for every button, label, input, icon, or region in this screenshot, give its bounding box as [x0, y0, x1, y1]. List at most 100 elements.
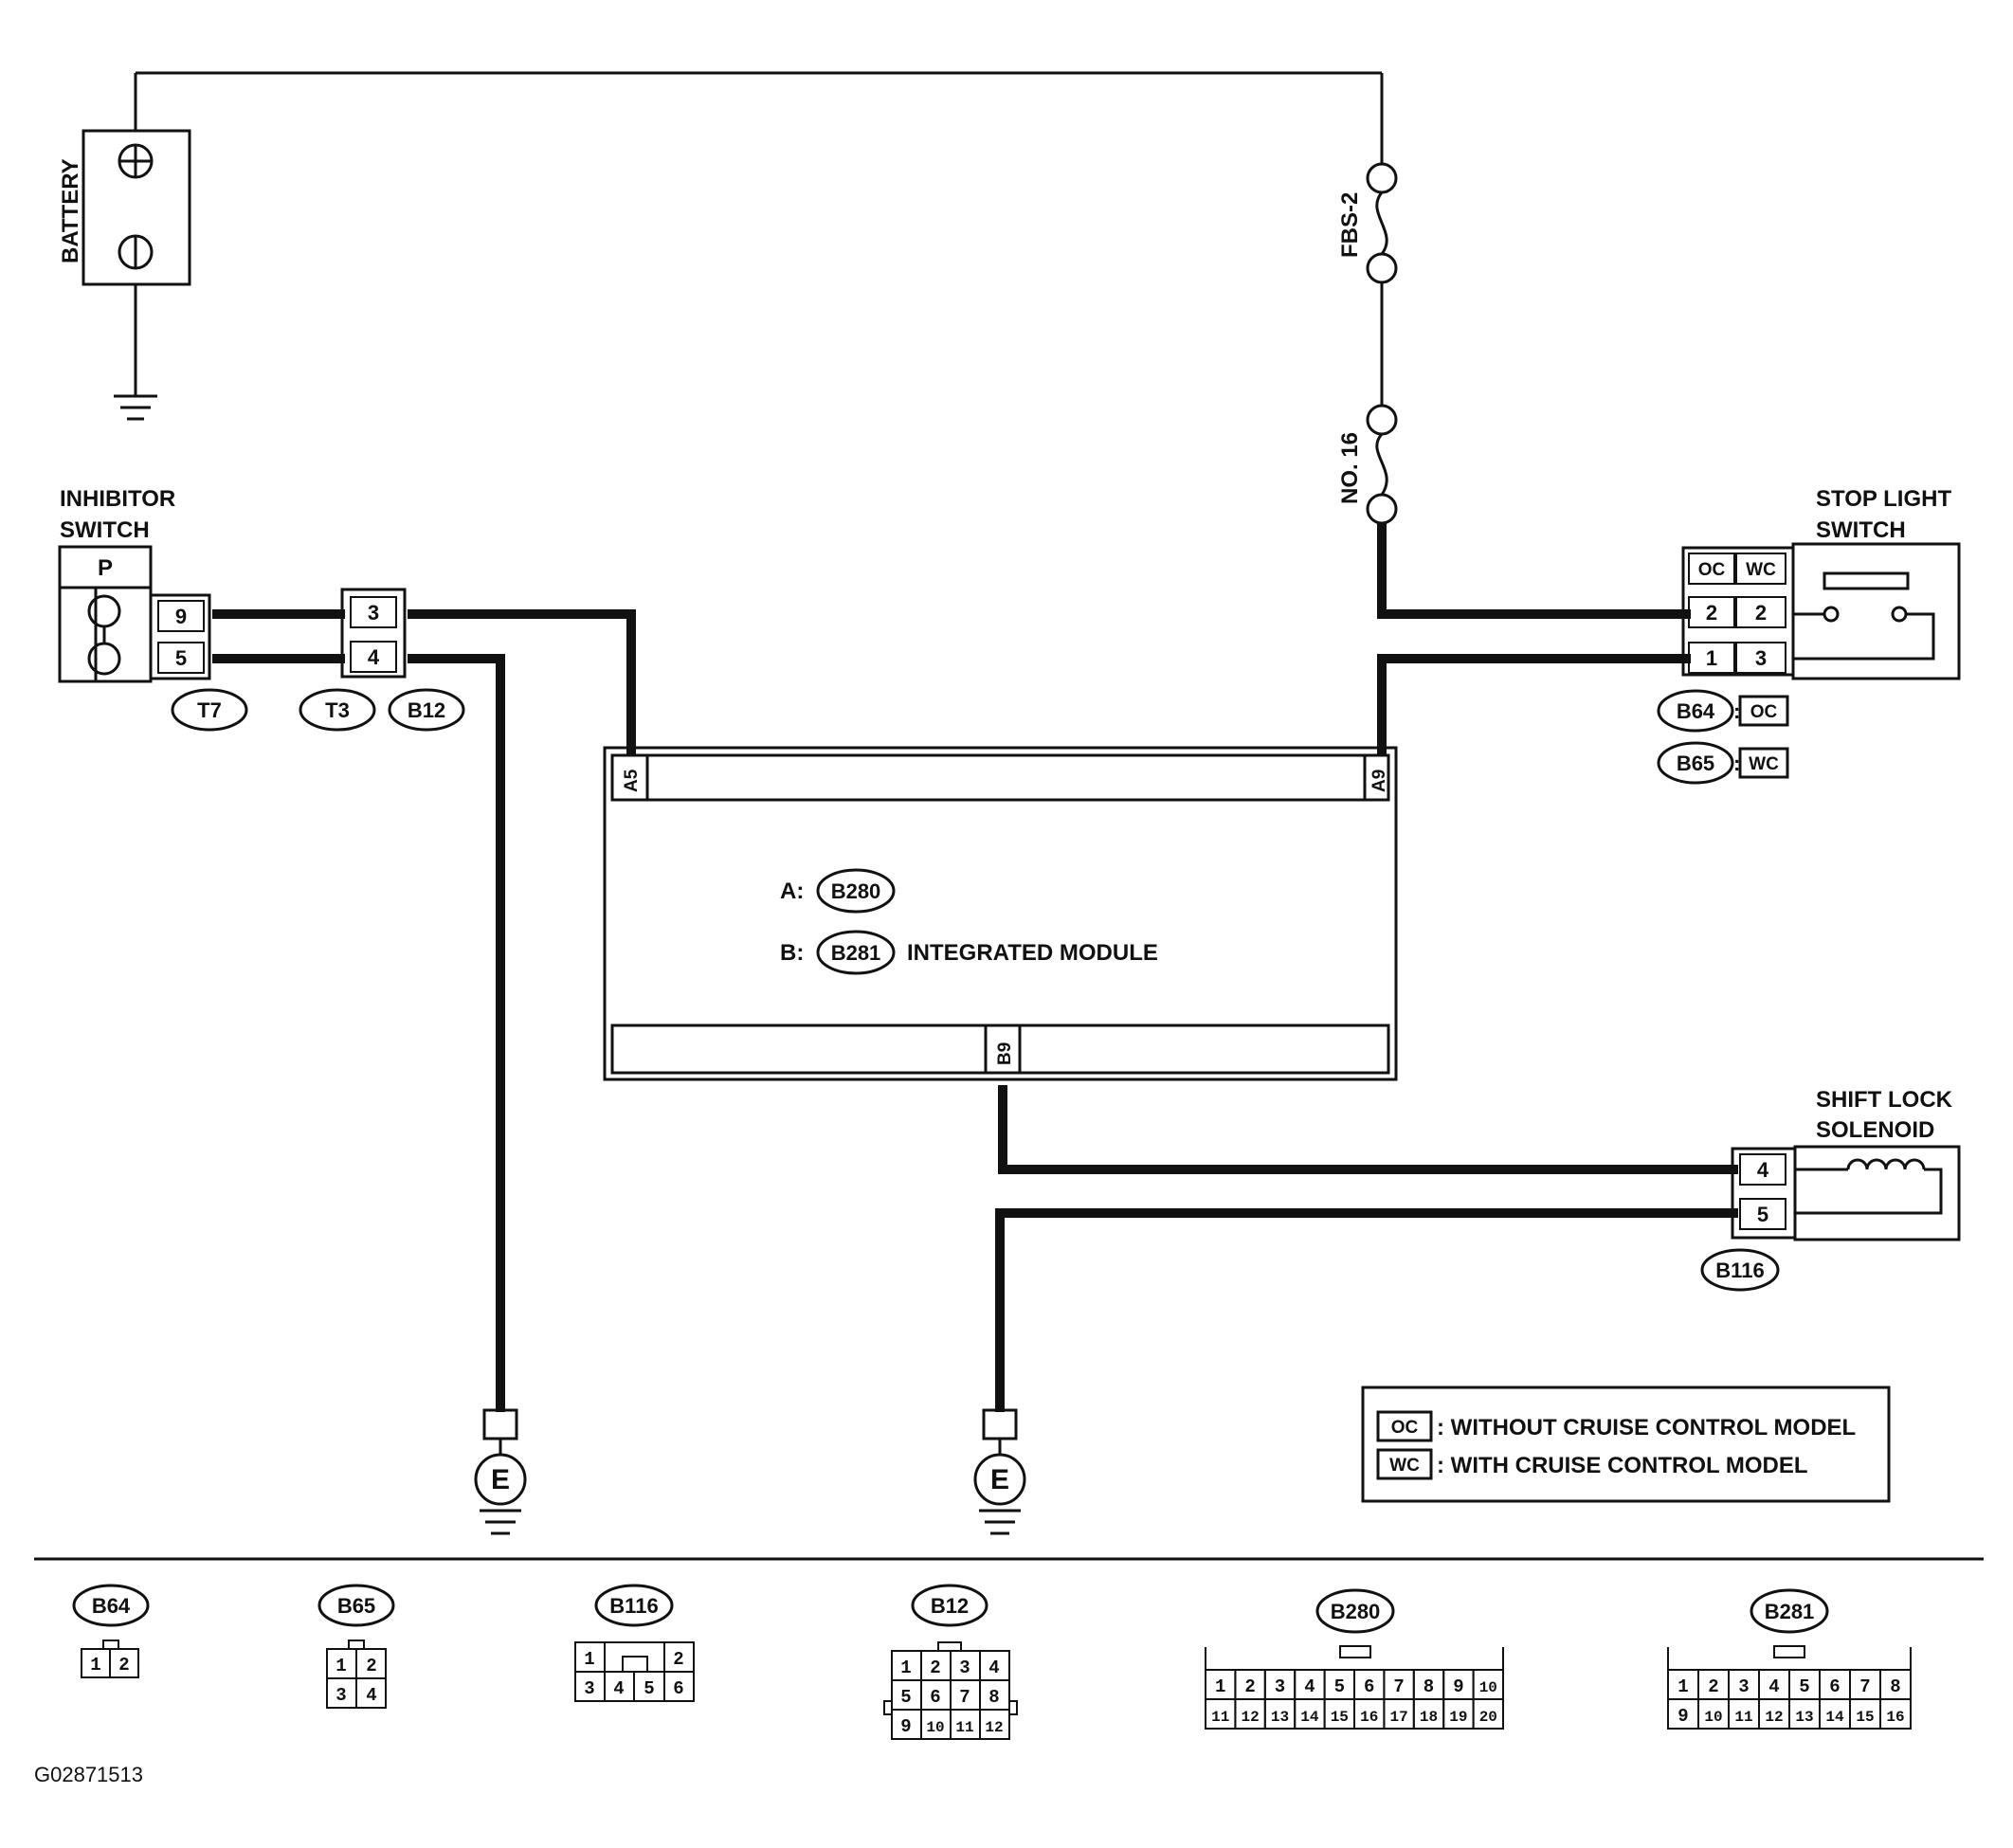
harness-wires	[212, 523, 1738, 1412]
module-line-a-prefix: A:	[780, 879, 804, 904]
stop-light-connector-b65: B65	[1677, 752, 1714, 775]
inhibitor-pin-9: 9	[175, 605, 187, 628]
b12-pin-7: 7	[959, 1687, 970, 1708]
connector-view-b65: B65 1 2 3 4	[317, 1584, 395, 1709]
module-pin-a9: A9	[1369, 770, 1389, 792]
b281-pin-1: 1	[1678, 1676, 1688, 1697]
legend-wc-code: WC	[1389, 1456, 1420, 1476]
b281-pin-15: 15	[1856, 1709, 1874, 1726]
figure-id: G02871513	[34, 1763, 143, 1786]
module-connector-b280: B280	[831, 879, 881, 903]
fuse-no-16-label: NO. 16	[1337, 432, 1363, 504]
solenoid-coil	[1795, 1158, 1943, 1215]
b280-pin-19: 19	[1449, 1709, 1467, 1726]
b64-pin-2: 2	[118, 1655, 129, 1676]
stop-light-switch-label-2: SWITCH	[1816, 517, 1906, 543]
integrated-module: A5 A9 B9 A: B280 B: B281 INTEGRATED MODU…	[603, 746, 1398, 1081]
battery: BATTERY	[58, 71, 1382, 421]
stop-light-grid	[1688, 553, 1786, 674]
b281-pin-16: 16	[1886, 1709, 1904, 1726]
battery-negative-terminal	[118, 234, 154, 270]
b280-pin-5: 5	[1334, 1676, 1345, 1697]
b281-pin-4: 4	[1768, 1676, 1779, 1697]
module-pin-b9: B9	[995, 1042, 1015, 1065]
b281-pin-9: 9	[1678, 1706, 1688, 1727]
b280-pin-11: 11	[1211, 1709, 1229, 1726]
connector-view-b280-name: B280	[1331, 1600, 1381, 1623]
stop-light-pin-wc-3: 3	[1755, 646, 1767, 670]
b12-pin-1: 1	[900, 1658, 911, 1678]
b12-pin-5: 5	[900, 1687, 911, 1708]
b12-pin-2: 2	[930, 1658, 940, 1678]
b65-pin-4: 4	[366, 1685, 376, 1706]
b281-pin-2: 2	[1708, 1676, 1718, 1697]
b280-pin-7: 7	[1393, 1676, 1404, 1697]
fuse-no-16: NO. 16	[1337, 404, 1398, 525]
b281-pin-6: 6	[1829, 1676, 1840, 1697]
b12-pin-10: 10	[926, 1719, 944, 1736]
inhibitor-pin-5: 5	[175, 646, 187, 670]
ground-2: E	[973, 1408, 1026, 1535]
b281-pin-10: 10	[1704, 1709, 1722, 1726]
stop-light-pin-oc-1: 1	[1706, 646, 1717, 670]
legend-box: OC : WITHOUT CRUISE CONTROL MODEL WC : W…	[1361, 1386, 1891, 1503]
module-pin-a5: A5	[622, 769, 642, 792]
connector-view-b116: B116 1 2 3 4 5 6	[574, 1584, 695, 1702]
b281-pin-11: 11	[1734, 1709, 1752, 1726]
b12-pin-4: 4	[988, 1658, 999, 1678]
stop-light-contact	[1793, 571, 1935, 661]
b281-pin-13: 13	[1795, 1709, 1813, 1726]
connector-view-b64-name: B64	[92, 1594, 131, 1618]
b12-pin-9: 9	[900, 1716, 911, 1737]
stop-light-connector-b64: B64	[1677, 699, 1715, 723]
inhibitor-switch-label-1: INHIBITOR	[60, 486, 175, 512]
joint-connector-t3: T3	[325, 698, 350, 722]
stop-light-variant-oc: OC	[1750, 702, 1778, 722]
b12-pin-11: 11	[955, 1719, 973, 1736]
solenoid-label-2: SOLENOID	[1816, 1117, 1934, 1143]
connector-view-b281-name: B281	[1765, 1600, 1815, 1623]
stop-light-switch: STOP LIGHT SWITCH OC WC 2 2 1 3 B64 : OC	[1657, 486, 1961, 785]
legend-oc-code: OC	[1391, 1418, 1419, 1438]
connector-view-b65-name: B65	[337, 1594, 375, 1618]
b280-pin-18: 18	[1420, 1709, 1438, 1726]
stop-light-col-wc: WC	[1746, 560, 1776, 580]
b280-pin-8: 8	[1424, 1676, 1434, 1697]
b280-pin-9: 9	[1453, 1676, 1463, 1697]
solenoid-pin-5: 5	[1757, 1203, 1768, 1226]
connector-view-b12-name: B12	[931, 1594, 969, 1618]
b280-pin-17: 17	[1389, 1709, 1407, 1726]
joint-connector: 3 4 T3 B12	[299, 588, 465, 732]
connector-view-b116-name: B116	[609, 1594, 658, 1618]
b280-pin-16: 16	[1360, 1709, 1378, 1726]
joint-pin-4: 4	[368, 645, 380, 669]
b65-pin-2: 2	[366, 1656, 376, 1676]
svg-text::: :	[1733, 752, 1740, 775]
stop-light-col-oc: OC	[1698, 560, 1726, 580]
b281-pin-12: 12	[1765, 1709, 1783, 1726]
connector-view-b12: B12 1 2 3 4 5 6 7 8 9 10 11 12	[883, 1584, 1018, 1740]
inhibitor-connector-t7: T7	[197, 698, 222, 722]
b280-pin-10: 10	[1479, 1679, 1497, 1696]
b280-pin-4: 4	[1304, 1676, 1315, 1697]
b116-pin-4: 4	[613, 1678, 624, 1699]
svg-text::: :	[1733, 699, 1740, 723]
battery-positive-terminal	[118, 143, 154, 179]
b116-pin-3: 3	[584, 1678, 594, 1699]
b12-pin-3: 3	[959, 1658, 970, 1678]
b280-pin-6: 6	[1364, 1676, 1374, 1697]
b280-pin-13: 13	[1271, 1709, 1289, 1726]
b280-pin-cell	[1472, 1698, 1504, 1730]
stop-light-variant-wc: WC	[1749, 754, 1779, 774]
ground-1-label: E	[491, 1464, 510, 1495]
inhibitor-switch: INHIBITOR SWITCH P 9 5 T7	[58, 486, 248, 732]
joint-connector-b12: B12	[408, 698, 445, 722]
inhibitor-switch-label-2: SWITCH	[60, 517, 150, 543]
stop-light-pin-wc-2: 2	[1755, 601, 1767, 625]
ground-1: E	[474, 1408, 527, 1535]
b65-pin-1: 1	[336, 1656, 346, 1676]
